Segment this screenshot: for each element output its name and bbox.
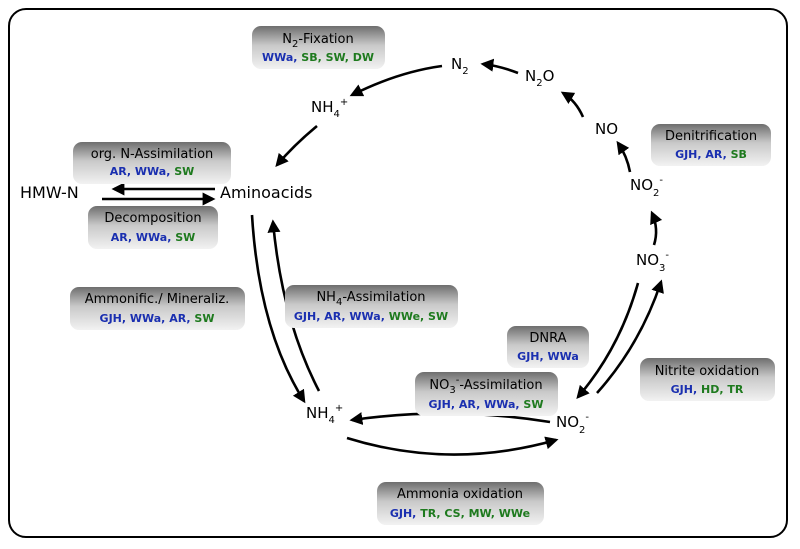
process-decomposition: Decomposition AR, WWa, SW <box>88 206 218 249</box>
process-nh4-assimilation: NH4-Assimilation GJH, AR, WWa, WWe, SW <box>285 285 458 328</box>
process-title: org. N-Assimilation <box>91 147 214 162</box>
process-ammonification: Ammonific./ Mineraliz. GJH, WWa, AR, SW <box>70 287 245 330</box>
organism-code: SB, SW, DW <box>301 51 374 64</box>
process-dnra: DNRA GJH, WWa <box>507 326 589 368</box>
process-organisms: AR, WWa, SW <box>111 231 196 244</box>
process-title: Ammonia oxidation <box>397 487 523 502</box>
organism-code: SW <box>523 398 543 411</box>
node-nh4-top: NH4+ <box>311 97 348 120</box>
nodes: N2 N2O NO NO2- NO3- NO2- NH4+ NH4+ Amino… <box>20 55 669 436</box>
arrow-nh4-to-no2 <box>346 436 559 456</box>
process-n2-fixation: N2-Fixation WWa, SB, SW, DW <box>252 26 385 69</box>
organism-code: SB <box>731 148 747 161</box>
arrow-nh4top-to-aminoacids <box>275 124 318 167</box>
arrow-no-to-n2o <box>560 91 585 118</box>
process-organisms: GJH, AR, SB <box>675 148 747 161</box>
process-title: N2-Fixation <box>282 32 354 50</box>
arrow-n2o-to-n2 <box>480 58 519 75</box>
organism-code: WWa <box>262 51 293 64</box>
process-title: Denitrification <box>665 129 757 144</box>
node-n2: N2 <box>451 55 469 77</box>
process-denitrification: Denitrification GJH, AR, SB <box>651 124 771 166</box>
process-organisms: GJH, TR, CS, MW, WWe <box>390 507 530 520</box>
organism-code: AR, WWa, <box>111 231 176 244</box>
process-title: Decomposition <box>104 211 201 226</box>
arrow-n2-to-nh4top <box>349 64 443 97</box>
organism-code: , <box>293 51 301 64</box>
organism-code: HD, TR <box>701 383 744 396</box>
organism-code: TR, CS, MW, WWe <box>420 507 530 520</box>
organism-code: GJH, WWa, AR, <box>100 312 195 325</box>
process-ammonia-oxidation: Ammonia oxidation GJH, TR, CS, MW, WWe <box>377 482 544 525</box>
organism-code: GJH, <box>671 383 701 396</box>
organism-code: SW <box>175 231 195 244</box>
node-n2o: N2O <box>525 67 554 89</box>
organism-code: SW <box>194 312 214 325</box>
organism-code: GJH, WWa <box>517 350 579 363</box>
process-organisms: WWa, SB, SW, DW <box>262 51 374 64</box>
process-title: DNRA <box>529 331 566 346</box>
arrow-amino-to-nh4 <box>250 214 306 404</box>
organism-code: GJH, AR, WWa, <box>294 310 389 323</box>
process-title: Nitrite oxidation <box>655 364 760 379</box>
process-organisms: GJH, WWa <box>517 350 579 363</box>
arrow-no3-to-no2 <box>650 210 663 246</box>
process-boxes: N2-Fixation WWa, SB, SW, DW org. N-Assim… <box>70 26 775 525</box>
node-no: NO <box>595 120 618 138</box>
process-nitrite-oxidation: Nitrite oxidation GJH, HD, TR <box>640 358 775 401</box>
node-hmw-n: HMW-N <box>20 183 79 202</box>
node-no3: NO3- <box>636 250 669 274</box>
process-title: NO3--Assimilation <box>429 375 542 396</box>
process-organisms: GJH, AR, WWa, WWe, SW <box>294 310 448 323</box>
organism-code: GJH, <box>390 507 420 520</box>
organism-code: AR, WWa, <box>110 165 175 178</box>
arrow-no2-to-no <box>616 140 632 173</box>
node-aminoacids: Aminoacids <box>220 183 312 202</box>
process-organisms: GJH, HD, TR <box>671 383 744 396</box>
organism-code: WWe, SW <box>389 310 448 323</box>
organism-code: GJH, AR, <box>675 148 731 161</box>
arrow-no3-to-no2 <box>576 282 640 399</box>
node-nh4-bottom: NH4+ <box>306 403 343 426</box>
process-organisms: GJH, AR, WWa, SW <box>429 398 544 411</box>
process-org-n-assimilation: org. N-Assimilation AR, WWa, SW <box>73 142 231 184</box>
process-title: Ammonific./ Mineraliz. <box>85 292 230 307</box>
arrow-no2-to-no3 <box>596 279 664 394</box>
organism-code: SW <box>174 165 194 178</box>
process-no3-assimilation: NO3--Assimilation GJH, AR, WWa, SW <box>415 372 558 416</box>
process-organisms: GJH, WWa, AR, SW <box>100 312 215 325</box>
diagram-frame <box>8 8 788 538</box>
organism-code: GJH, AR, WWa, <box>429 398 524 411</box>
node-no2-bottom: NO2- <box>556 412 589 436</box>
process-organisms: AR, WWa, SW <box>110 165 195 178</box>
node-no2-right: NO2- <box>630 175 663 199</box>
process-title: NH4-Assimilation <box>316 290 425 308</box>
arrows <box>102 58 664 456</box>
